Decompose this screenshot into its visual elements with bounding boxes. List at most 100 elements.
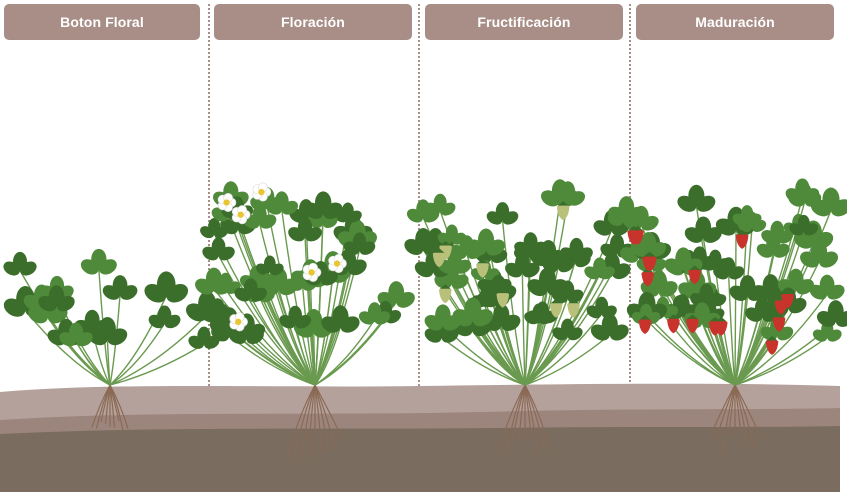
leaf-shape <box>385 310 402 324</box>
leaf-shape <box>804 192 822 207</box>
leaf-shape <box>107 328 128 346</box>
strawberry-fruit-icon <box>638 315 652 334</box>
leaf-shape <box>87 328 108 346</box>
leaf-shape <box>76 332 93 347</box>
strawberry-fruit-icon <box>496 288 510 308</box>
leaf-shape <box>441 328 459 343</box>
leaf-shape <box>450 244 467 260</box>
leaf-shape <box>234 287 251 302</box>
leaf-shape <box>732 213 748 226</box>
strawberry-flower-icon <box>302 262 322 282</box>
leaf-shape <box>200 308 218 323</box>
leaf-shape <box>200 226 215 239</box>
strawberry-fruit-icon <box>556 201 570 221</box>
leaf-shape <box>793 231 814 249</box>
leaf-shape <box>747 285 766 301</box>
leaf-shape <box>560 190 579 207</box>
soil-ground <box>0 383 840 492</box>
leaf-shape <box>586 305 602 319</box>
strawberry-fruit-icon <box>549 298 563 318</box>
leaf-shape <box>835 311 847 327</box>
leaf-shape <box>795 279 814 295</box>
strawberry-flower-icon <box>328 254 347 274</box>
strawberry-flower-icon <box>252 182 272 202</box>
leaf-shape <box>608 206 627 223</box>
leaf-shape <box>567 327 583 341</box>
leaf-shape <box>452 309 473 327</box>
leaf-shape <box>715 258 730 271</box>
leaf-shape <box>3 298 26 317</box>
leaf-shape <box>202 246 219 261</box>
leaf-shape <box>214 226 229 239</box>
strawberry-plant-icon <box>3 248 229 434</box>
leaf-shape <box>486 211 503 225</box>
leaf-shape <box>827 329 842 342</box>
leaf-shape <box>560 247 577 262</box>
strawberry-fruit-icon <box>432 248 446 268</box>
leaf-shape <box>424 314 443 331</box>
stage-divider <box>629 4 631 386</box>
leaf-shape <box>195 278 214 295</box>
strawberry-plant-icon <box>404 179 645 455</box>
strawberry-fruit-icon <box>735 230 749 249</box>
leaf-shape <box>542 258 558 273</box>
leaf-shape <box>320 270 338 286</box>
leaf-shape <box>612 263 631 280</box>
leaf-shape <box>696 195 716 212</box>
leaf-shape <box>3 261 20 276</box>
leaf-shape <box>56 295 75 312</box>
leaf-shape <box>664 258 684 275</box>
leaf-shape <box>502 211 519 225</box>
leaf-shape <box>358 311 375 325</box>
leaf-shape <box>703 227 722 243</box>
leaf-shape <box>552 327 568 341</box>
leaf-shape <box>303 202 324 219</box>
leaf-shape <box>265 200 282 215</box>
leaf-shape <box>529 247 545 262</box>
leaf-shape <box>756 243 774 258</box>
leaf-shape <box>98 259 117 275</box>
strawberry-fruit-icon <box>667 314 680 334</box>
leaf-shape <box>288 278 303 291</box>
strawberry-fruit-icon <box>627 225 641 245</box>
leaf-shape <box>144 283 167 303</box>
leaf-shape <box>259 214 277 229</box>
leaf-shape <box>348 259 367 276</box>
leaf-shape <box>396 291 415 308</box>
leaf-shape <box>467 239 486 256</box>
leaf-shape <box>454 259 472 274</box>
leaf-shape <box>281 200 299 215</box>
leaf-shape <box>684 227 704 243</box>
leaf-shape <box>210 281 226 294</box>
leaf-shape <box>706 292 723 307</box>
leaf-shape <box>659 281 678 297</box>
leaf-shape <box>209 318 230 336</box>
strawberry-fruit-icon <box>438 284 452 304</box>
leaf-shape <box>374 311 391 325</box>
strawberry-fruit-icon <box>642 252 655 272</box>
stage-tab-fructificacion: Fructificación <box>425 4 623 40</box>
leaf-shape <box>599 266 615 280</box>
leaf-shape <box>677 195 697 212</box>
leaf-shape <box>188 335 204 349</box>
leaf-shape <box>789 223 804 236</box>
leaf-shape <box>527 279 548 297</box>
leaf-shape <box>816 311 836 327</box>
strawberry-fruit-icon <box>772 312 786 332</box>
leaf-shape <box>451 274 469 289</box>
strawberry-fruit-icon <box>476 258 489 278</box>
leaf-shape <box>321 316 341 333</box>
strawberry-plant-icon <box>620 178 847 456</box>
leaf-shape <box>584 266 600 280</box>
leaf-shape <box>803 223 819 236</box>
leaf-shape <box>359 241 376 255</box>
leaf-shape <box>347 210 362 223</box>
leaf-shape <box>501 314 521 331</box>
leaf-shape <box>20 261 37 276</box>
leaf-shape <box>522 262 540 278</box>
leaf-shape <box>80 259 99 275</box>
leaf-shape <box>305 227 322 242</box>
strawberry-flower-icon <box>217 192 237 213</box>
stage-tab-floracion: Floración <box>214 4 412 40</box>
leaf-shape <box>538 311 554 325</box>
